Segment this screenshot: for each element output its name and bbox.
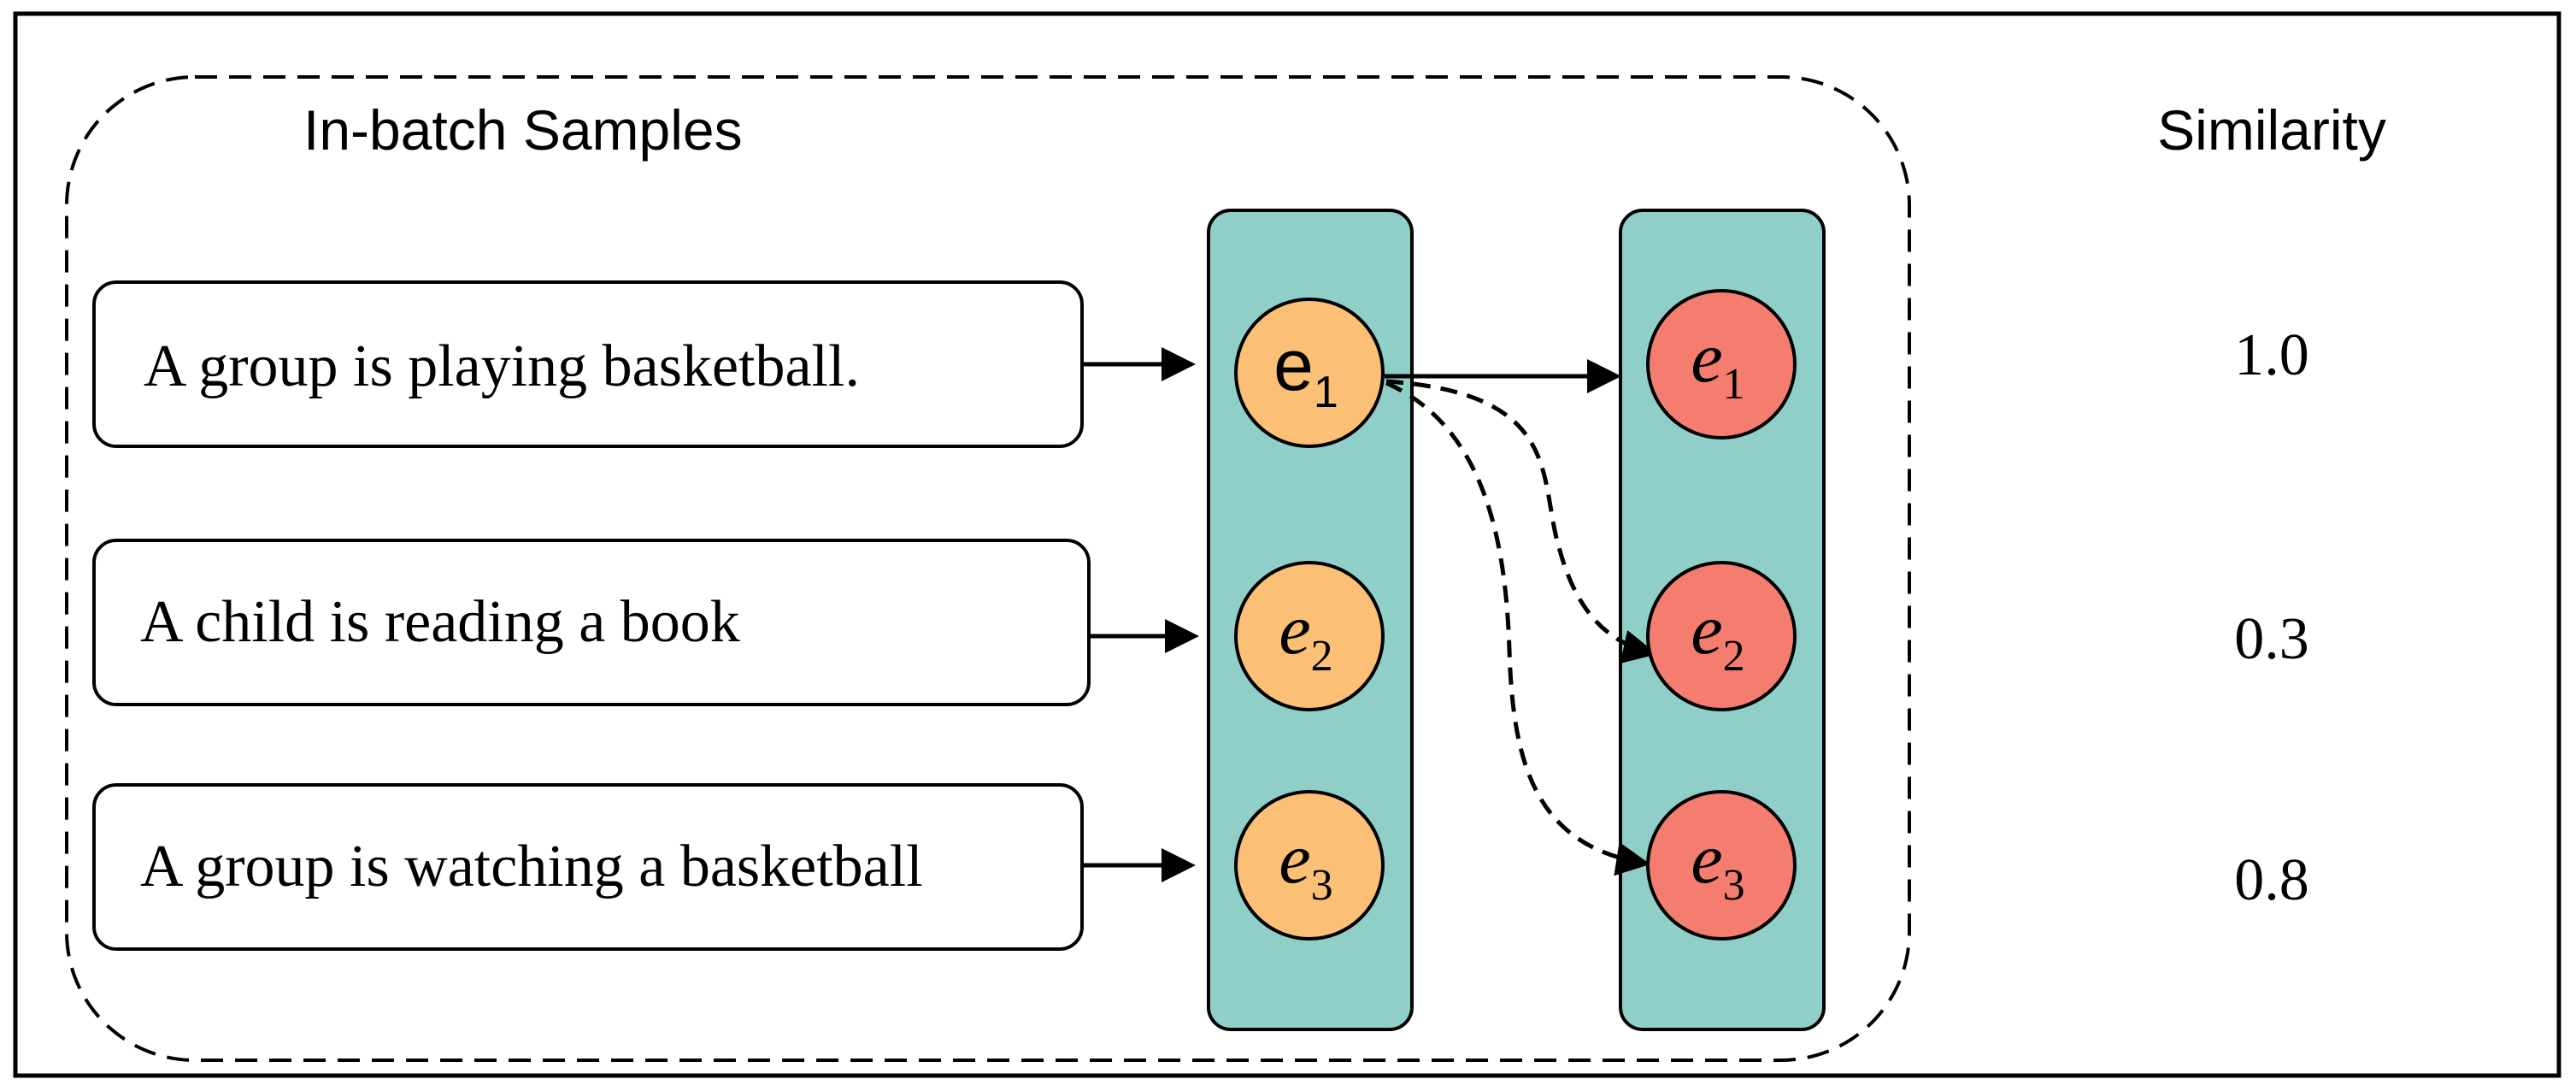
left-node-e2 [1234, 561, 1385, 711]
in-batch-container [65, 75, 1911, 1062]
similarity-value-2: 0.3 [2234, 606, 2309, 672]
right-node-e3-label: e3 [1691, 819, 1744, 910]
sentence-box-1-frame [92, 280, 1084, 448]
right-e1-sub: 1 [1723, 360, 1745, 409]
left-node-e2-label: e2 [1279, 590, 1332, 681]
left-e1-base: e [1273, 325, 1314, 405]
right-e2-sub: 2 [1723, 632, 1745, 681]
right-e2-base: e [1691, 590, 1722, 669]
left-e2-base: e [1279, 590, 1310, 669]
right-e3-sub: 3 [1723, 861, 1745, 910]
similarity-value-3: 0.8 [2234, 847, 2309, 913]
left-e3-sub: 3 [1311, 861, 1333, 910]
sentence-1-text: A group is playing basketball. [144, 333, 860, 399]
sentence-3-text: A group is watching a basketball [140, 834, 923, 899]
arrow-e1-to-e2-dashed [1385, 379, 1657, 664]
left-node-e3 [1234, 790, 1385, 941]
right-e1-base: e [1691, 318, 1722, 398]
right-node-e2 [1646, 561, 1797, 711]
left-node-e3-label: e3 [1279, 819, 1332, 910]
left-e3-base: e [1279, 819, 1310, 899]
sentence-box-2: A child is reading a book [92, 539, 1091, 706]
right-node-e1 [1646, 289, 1797, 439]
right-node-e3 [1646, 790, 1797, 941]
left-e1-sub: 1 [1314, 368, 1338, 417]
sentence-box-3: A group is watching a basketball [92, 783, 1084, 951]
right-e3-base: e [1691, 819, 1722, 899]
arrow-e1-to-e3-dashed [1385, 380, 1650, 876]
left-e2-sub: 2 [1311, 632, 1333, 681]
sentence-box-3-frame [92, 783, 1084, 951]
right-node-e1-label: e1 [1691, 318, 1744, 409]
right-node-e2-label: e2 [1691, 590, 1744, 681]
in-batch-title: In-batch Samples [303, 98, 743, 162]
similarity-header: Similarity [2157, 98, 2386, 162]
sentence-box-2-frame [92, 539, 1091, 706]
sentence-box-1: A group is playing basketball. [92, 280, 1084, 448]
sentence-2-text: A child is reading a book [140, 589, 740, 655]
similarity-value-1: 1.0 [2234, 322, 2309, 388]
left-node-e1-label: e1 [1273, 325, 1338, 417]
left-node-e1 [1234, 298, 1385, 448]
